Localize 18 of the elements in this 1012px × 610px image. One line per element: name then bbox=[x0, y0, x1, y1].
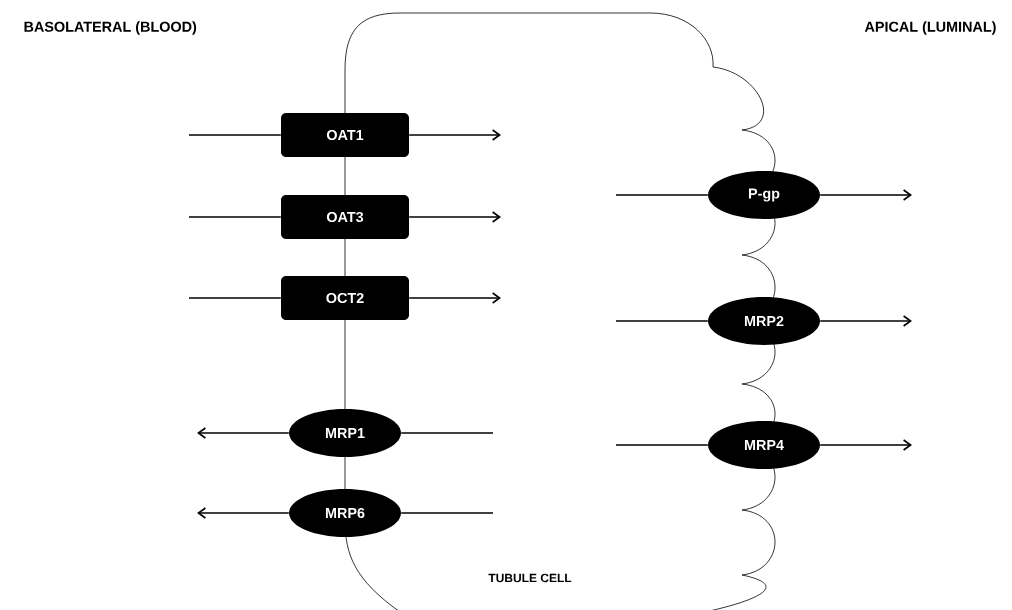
transporter-box: OCT2 bbox=[281, 276, 409, 320]
arrow bbox=[197, 507, 290, 519]
arrow bbox=[819, 189, 912, 201]
arrow bbox=[819, 315, 912, 327]
arrow bbox=[408, 211, 501, 223]
transporter-oval: MRP4 bbox=[708, 421, 820, 469]
arrow bbox=[408, 129, 501, 141]
side-heading: BASOLATERAL (BLOOD) bbox=[24, 21, 197, 35]
arrow bbox=[408, 292, 501, 304]
arrow bbox=[197, 427, 290, 439]
arrow bbox=[819, 439, 912, 451]
side-heading: APICAL (LUMINAL) bbox=[864, 21, 996, 35]
transporter-box: OAT3 bbox=[281, 195, 409, 239]
transporter-oval: P-gp bbox=[708, 171, 820, 219]
transporter-oval: MRP2 bbox=[708, 297, 820, 345]
transporter-box: OAT1 bbox=[281, 113, 409, 157]
transporter-oval: MRP1 bbox=[289, 409, 401, 457]
transporter-oval: MRP6 bbox=[289, 489, 401, 537]
